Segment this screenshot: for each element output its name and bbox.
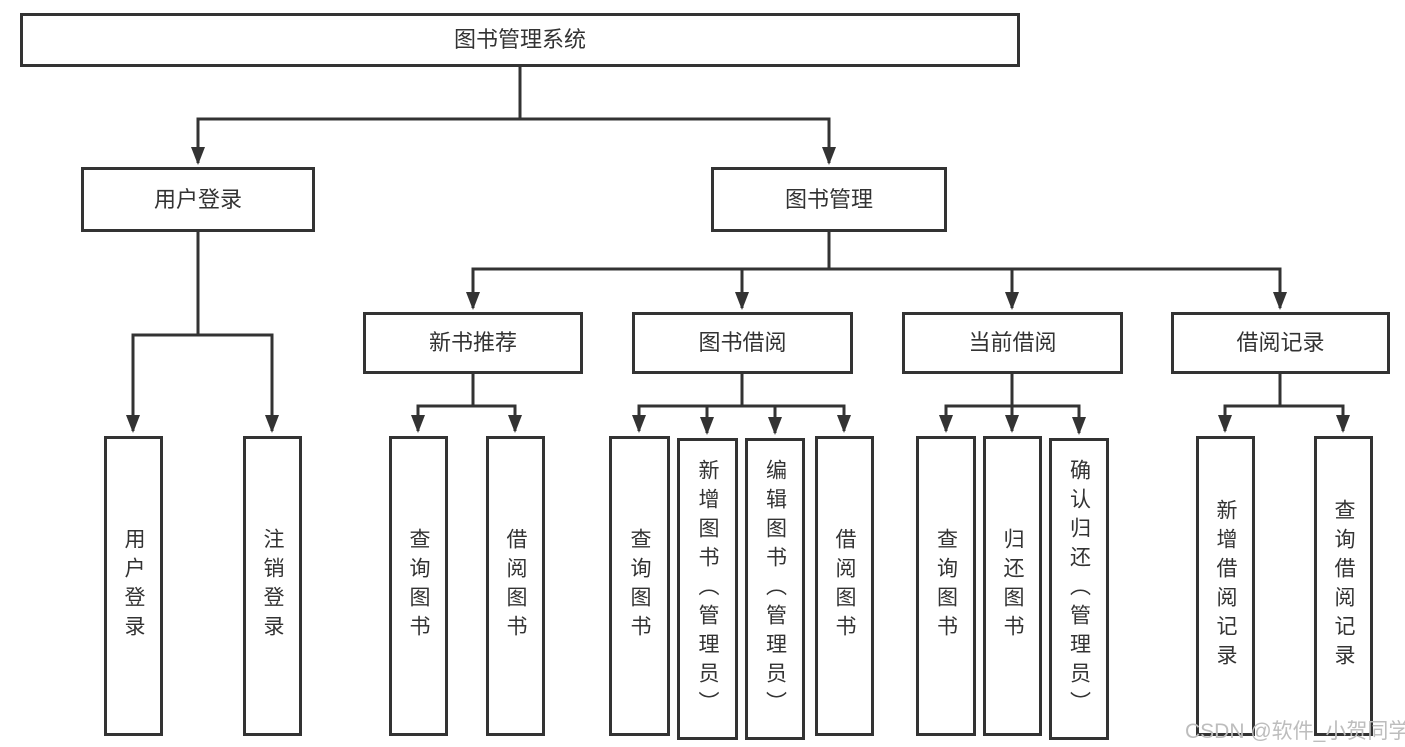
node-leaf-query-books-borrowing: 查询图书 xyxy=(609,436,670,736)
node-book-borrowing: 图书借阅 xyxy=(632,312,853,374)
watermark: CSDN @软件_小贺同学 xyxy=(1185,720,1405,743)
node-leaf-query-books-recommend: 查询图书 xyxy=(389,436,448,736)
node-leaf-add-book-admin: 新增图书（管理员） xyxy=(677,438,738,740)
node-leaf-confirm-return-admin: 确认归还（管理员） xyxy=(1049,438,1109,740)
node-borrowing-records: 借阅记录 xyxy=(1171,312,1390,374)
node-leaf-user-login: 用户登录 xyxy=(104,436,163,736)
node-current-borrowing: 当前借阅 xyxy=(902,312,1123,374)
node-leaf-edit-book-admin: 编辑图书（管理员） xyxy=(745,438,805,740)
node-leaf-query-borrow-record: 查询借阅记录 xyxy=(1314,436,1373,736)
node-leaf-add-borrow-record: 新增借阅记录 xyxy=(1196,436,1255,736)
node-user-login: 用户登录 xyxy=(81,167,315,232)
node-leaf-borrow-books: 借阅图书 xyxy=(815,436,874,736)
node-leaf-logout: 注销登录 xyxy=(243,436,302,736)
node-leaf-query-books-current: 查询图书 xyxy=(916,436,976,736)
node-library-management-system: 图书管理系统 xyxy=(20,13,1020,67)
node-book-management: 图书管理 xyxy=(711,167,947,232)
node-leaf-return-books: 归还图书 xyxy=(983,436,1042,736)
node-leaf-borrow-books-recommend: 借阅图书 xyxy=(486,436,545,736)
node-new-book-recommendation: 新书推荐 xyxy=(363,312,583,374)
